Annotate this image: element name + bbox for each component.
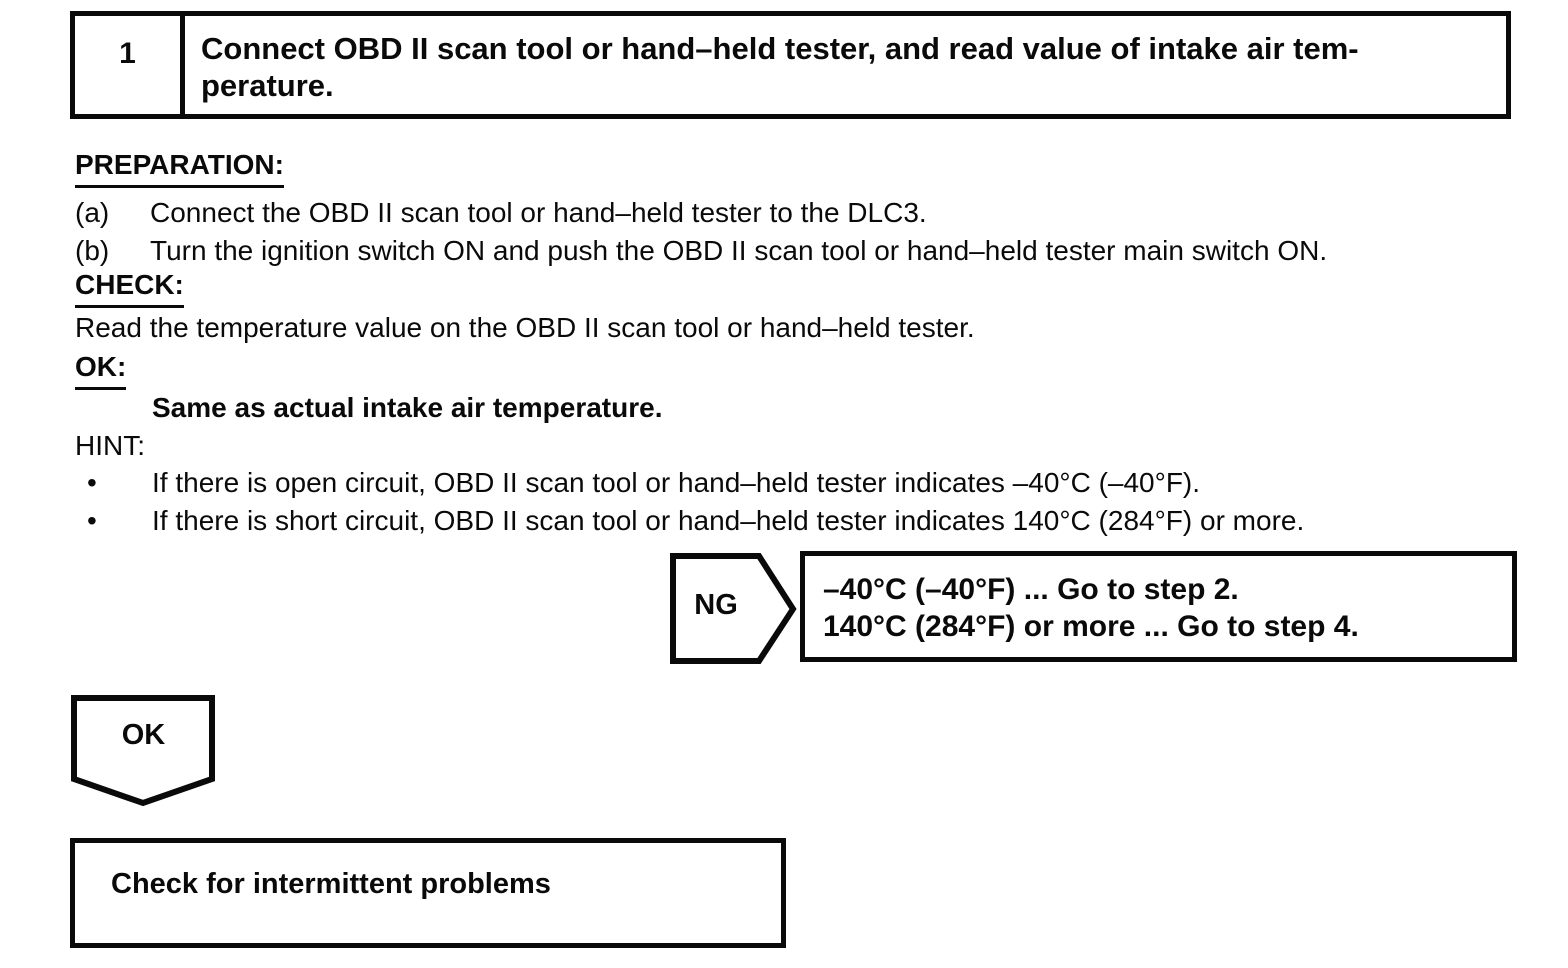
ok-text: Same as actual intake air temperature. [152,392,663,423]
preparation-item-a-text: Connect the OBD II scan tool or hand–hel… [150,197,927,228]
bullet-icon: • [87,467,97,498]
ng-arrow-icon [670,553,797,664]
ng-result-box: –40°C (–40°F) ... Go to step 2. 140°C (2… [800,551,1517,662]
ok-connector-label: OK [121,719,166,751]
ok-arrow-icon [71,695,215,807]
ng-result-line-1: –40°C (–40°F) ... Go to step 2. [823,573,1239,606]
ok-connector-shape [71,695,216,807]
ok-heading: OK: [75,351,127,390]
step-number: 1 [75,16,185,114]
ok-result-box: Check for intermittent problems [70,838,786,948]
step-header-box: 1 Connect OBD II scan tool or hand–held … [70,11,1511,119]
step-title-line-2: perature. [201,68,334,103]
check-text: Read the temperature value on the OBD II… [75,312,975,343]
ng-connector-shape [670,553,797,664]
preparation-item-a-label: (a) [75,197,110,228]
step-title: Connect OBD II scan tool or hand–held te… [185,16,1506,114]
ok-result-text: Check for intermittent problems [111,868,551,900]
preparation-item-b-text: Turn the ignition switch ON and push the… [150,235,1328,266]
bullet-icon: • [87,505,97,536]
preparation-heading: PREPARATION: [75,149,284,188]
hint-bullet-1: If there is open circuit, OBD II scan to… [152,467,1201,498]
ng-result-line-2: 140°C (284°F) or more ... Go to step 4. [823,610,1359,643]
hint-bullet-2: If there is short circuit, OBD II scan t… [152,505,1305,536]
step-title-line-1: Connect OBD II scan tool or hand–held te… [201,31,1359,66]
hint-heading: HINT: [75,430,145,461]
check-heading: CHECK: [75,269,184,308]
preparation-item-b-label: (b) [75,235,110,266]
ng-connector-label: NG [694,589,738,621]
